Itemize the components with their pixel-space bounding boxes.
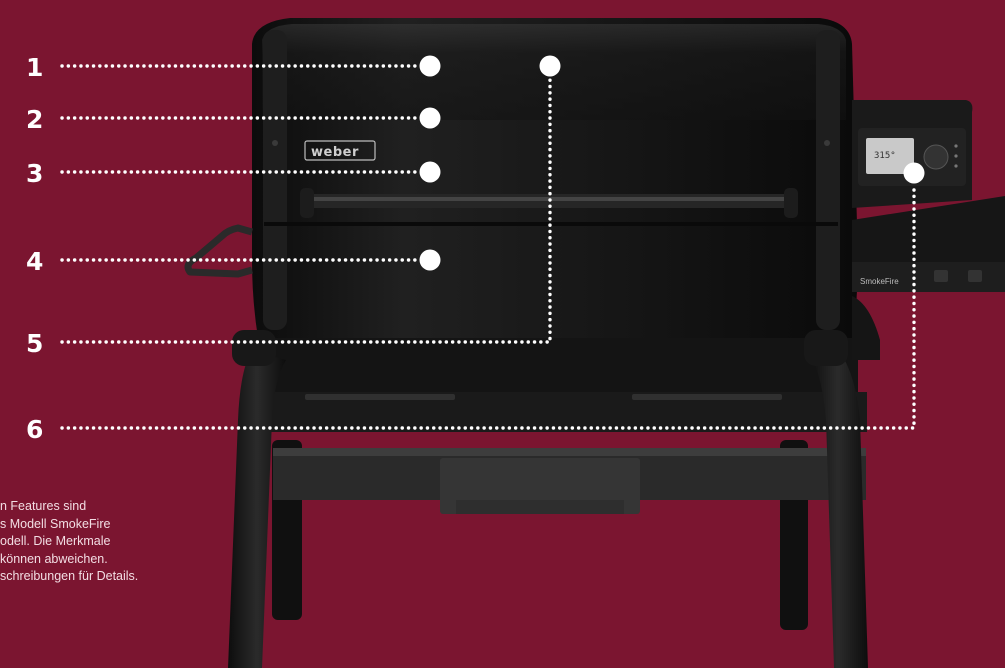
marker-dot-5 <box>540 56 561 77</box>
controller-unit: 315° SmokeFire <box>852 100 1005 360</box>
disclaimer-line: odell. Die Merkmale <box>0 533 220 551</box>
marker-dot-3 <box>420 162 441 183</box>
marker-dot-4 <box>420 250 441 271</box>
marker-dot-6 <box>904 163 925 184</box>
disclaimer-line: können abweichen. <box>0 551 220 569</box>
callout-number-4: 4 <box>26 247 43 276</box>
callout-numbers: 1 2 3 4 5 6 <box>26 53 43 444</box>
side-handle <box>188 228 252 274</box>
callout-number-5: 5 <box>26 329 43 358</box>
svg-text:weber: weber <box>311 145 359 160</box>
disclaimer-text: n Features sind s Modell SmokeFire odell… <box>0 498 220 586</box>
callout-number-3: 3 <box>26 159 43 188</box>
grill-chassis <box>255 338 867 514</box>
svg-text:SmokeFire: SmokeFire <box>860 277 899 286</box>
disclaimer-line: n Features sind <box>0 498 220 516</box>
marker-dot-1 <box>420 56 441 77</box>
callout-number-2: 2 <box>26 105 43 134</box>
disclaimer-line: schreibungen für Details. <box>0 568 220 586</box>
svg-text:315°: 315° <box>874 151 896 161</box>
callout-number-6: 6 <box>26 415 43 444</box>
callout-number-1: 1 <box>26 53 43 82</box>
disclaimer-line: s Modell SmokeFire <box>0 516 220 534</box>
marker-dot-2 <box>420 108 441 129</box>
